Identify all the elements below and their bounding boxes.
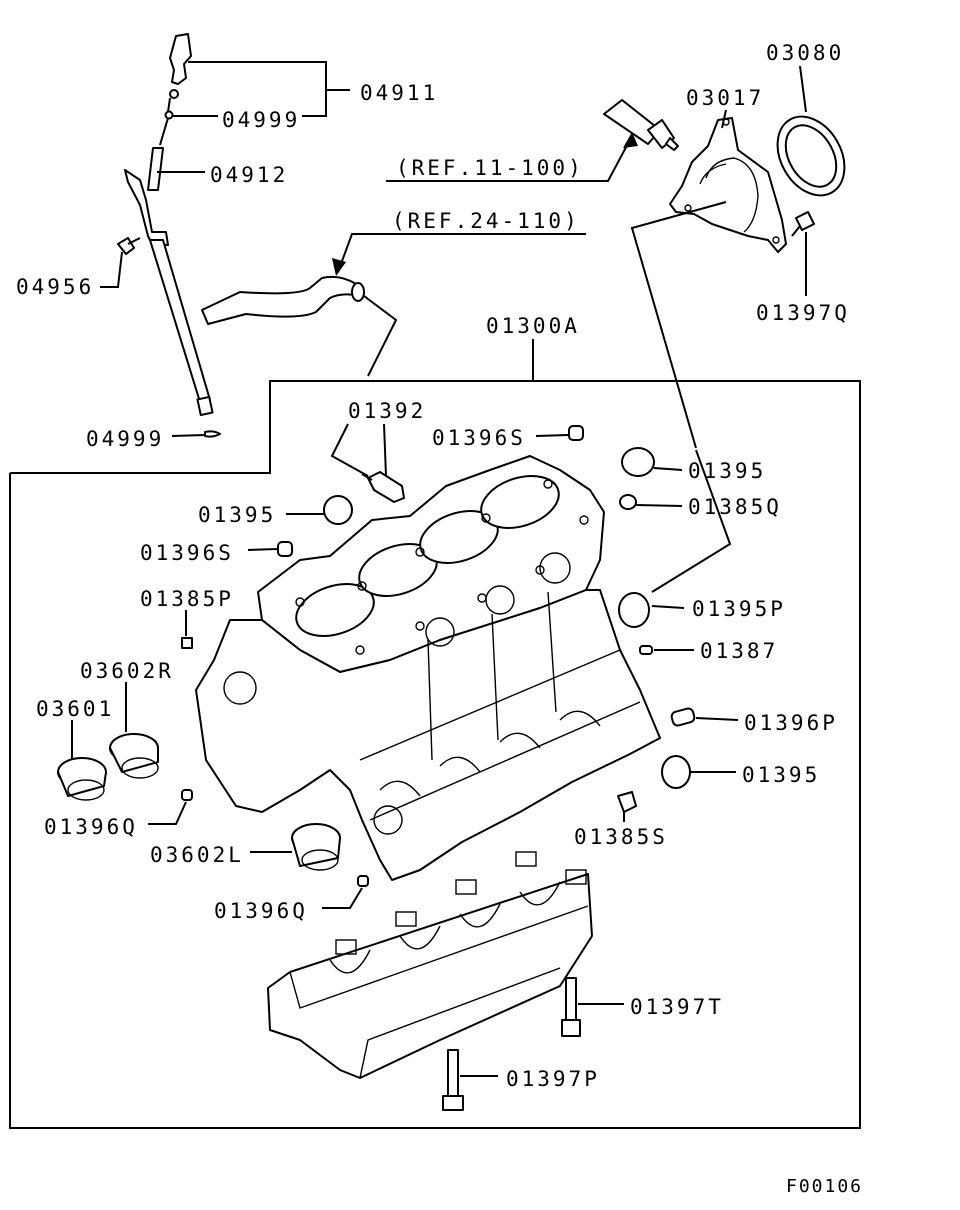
dowel-pin-icon[interactable]: [357, 875, 369, 887]
label-04912: 04912: [210, 163, 288, 187]
dowel-pin-icon[interactable]: [670, 707, 696, 727]
label-03601: 03601: [36, 697, 114, 721]
jet-pin-icon[interactable]: [639, 645, 653, 655]
plug-screw-icon[interactable]: [617, 791, 637, 813]
bearing-cap-frame-icon[interactable]: [267, 851, 593, 1079]
cup-plug-icon[interactable]: [618, 592, 650, 628]
ref-24-110: (REF.24-110): [392, 209, 580, 233]
dowel-pin-icon[interactable]: [181, 789, 193, 801]
figure-id: F00106: [786, 1176, 863, 1197]
dipstick-guide-tube-icon[interactable]: [124, 147, 214, 417]
label-01396S-upper: 01396S: [432, 426, 526, 450]
expansion-plug-icon[interactable]: [621, 447, 655, 477]
label-03602L: 03602L: [150, 843, 244, 867]
label-01397Q: 01397Q: [756, 301, 850, 325]
expansion-plug-icon[interactable]: [323, 495, 353, 525]
oil-seal-case-icon[interactable]: [669, 117, 787, 253]
plug-screw-icon[interactable]: [619, 494, 637, 510]
label-01300A: 01300A: [486, 314, 580, 338]
camshaft-bearing-icon[interactable]: [291, 823, 341, 871]
label-01395-lower-right: 01395: [742, 763, 820, 787]
assembly-frame: [9, 380, 861, 1129]
label-01385P: 01385P: [140, 587, 234, 611]
label-01395P: 01395P: [692, 597, 786, 621]
label-03017: 03017: [686, 86, 764, 110]
camshaft-bearing-icon[interactable]: [57, 757, 107, 801]
label-01387: 01387: [700, 639, 778, 663]
seal-case-bolt-icon[interactable]: [791, 211, 815, 237]
dowel-pin-icon[interactable]: [277, 541, 293, 557]
label-01397P: 01397P: [506, 1067, 600, 1091]
dipstick-icon[interactable]: [159, 33, 192, 146]
label-03080: 03080: [766, 41, 844, 65]
label-01396Q-lower: 01396Q: [214, 899, 308, 923]
label-01385S: 01385S: [574, 825, 668, 849]
o-ring-icon[interactable]: [204, 430, 221, 438]
cap-bolt-long-icon[interactable]: [561, 977, 581, 1037]
label-04956: 04956: [16, 275, 94, 299]
rear-oil-seal-icon[interactable]: [764, 105, 858, 208]
label-01397T: 01397T: [630, 995, 724, 1019]
ref-11-100: (REF.11-100): [396, 156, 584, 180]
tube-bolt-icon[interactable]: [117, 237, 141, 255]
label-03602R: 03602R: [80, 659, 174, 683]
label-01396P: 01396P: [744, 711, 838, 735]
label-01395-left: 01395: [198, 503, 276, 527]
label-01392: 01392: [348, 399, 426, 423]
hose-icon: [201, 275, 365, 325]
camshaft-bearing-icon[interactable]: [109, 733, 159, 779]
cylinder-block-icon[interactable]: [195, 455, 661, 881]
label-04999-upper: 04999: [222, 108, 300, 132]
expansion-plug-icon[interactable]: [661, 755, 691, 789]
label-01396S-left: 01396S: [140, 541, 234, 565]
label-04999-lower: 04999: [86, 427, 164, 451]
oil-pressure-switch-icon[interactable]: [361, 471, 405, 503]
label-01385Q: 01385Q: [688, 495, 782, 519]
sealant-tube-icon: [603, 99, 679, 151]
cap-bolt-short-icon[interactable]: [442, 1049, 464, 1111]
plug-screw-icon[interactable]: [181, 637, 193, 649]
label-01396Q-upper: 01396Q: [44, 815, 138, 839]
label-04911: 04911: [360, 81, 438, 105]
dowel-pin-icon[interactable]: [568, 425, 584, 441]
